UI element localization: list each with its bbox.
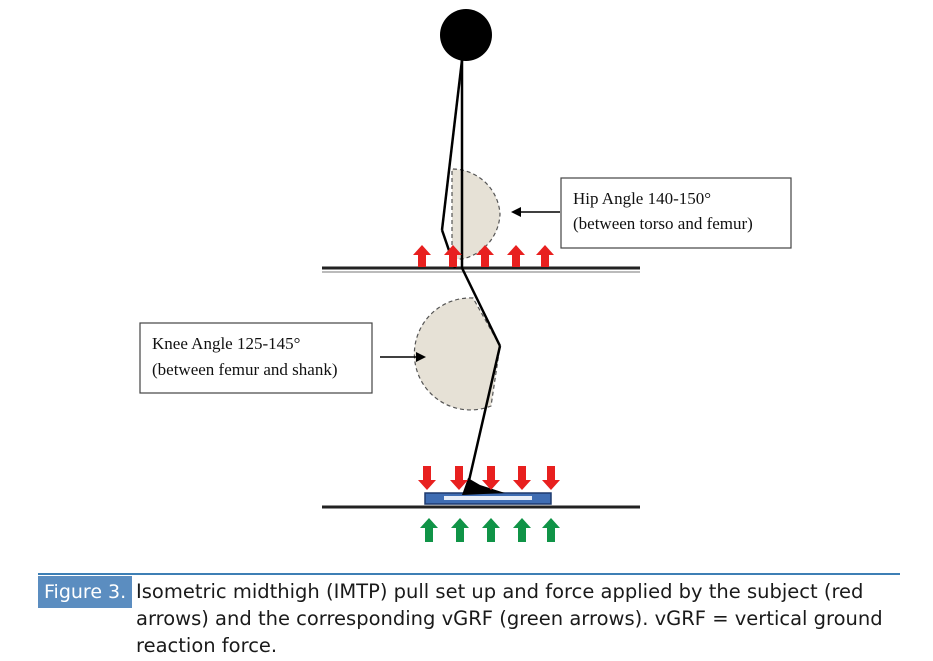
green-up-arrow: [420, 518, 438, 542]
red-up-arrow: [476, 245, 494, 267]
knee-angle-label-line2: (between femur and shank): [152, 360, 338, 379]
green-up-arrow: [542, 518, 560, 542]
knee-angle-label-line1: Knee Angle 125-145°: [152, 334, 300, 353]
red-down-arrow: [418, 466, 436, 490]
red-down-arrow: [542, 466, 560, 490]
foot: [462, 478, 505, 495]
figure-caption: Figure 3. Isometric midthigh (IMTP) pull…: [38, 573, 908, 659]
red-up-arrow: [413, 245, 431, 267]
head: [440, 9, 492, 61]
red-down-arrow: [482, 466, 500, 490]
platform-force-arrows: [418, 466, 560, 490]
caption-rule: [38, 573, 900, 575]
hip-angle-label-line2: (between torso and femur): [573, 214, 753, 233]
red-up-arrow: [536, 245, 554, 267]
red-up-arrow: [507, 245, 525, 267]
hip-angle-label-box: [560, 177, 792, 249]
red-up-arrow: [444, 245, 462, 267]
vgrf-arrows: [420, 518, 560, 542]
stick-figure: [440, 59, 502, 486]
knee-angle-sector: [413, 297, 501, 411]
hip-angle-label-line1: Hip Angle 140-150°: [573, 189, 711, 208]
caption-figure-tag: Figure 3.: [38, 576, 133, 608]
green-up-arrow: [451, 518, 469, 542]
green-up-arrow: [482, 518, 500, 542]
hip-angle-sector: [451, 168, 501, 260]
knee-angle-label-box: [139, 322, 373, 394]
caption-text: Isometric midthigh (IMTP) pull set up an…: [136, 580, 883, 657]
imtp-diagram: Hip Angle 140-150° (between torso and fe…: [139, 9, 792, 542]
green-up-arrow: [513, 518, 531, 542]
red-down-arrow: [513, 466, 531, 490]
red-down-arrow: [450, 466, 468, 490]
bar-force-arrows: [413, 245, 554, 267]
